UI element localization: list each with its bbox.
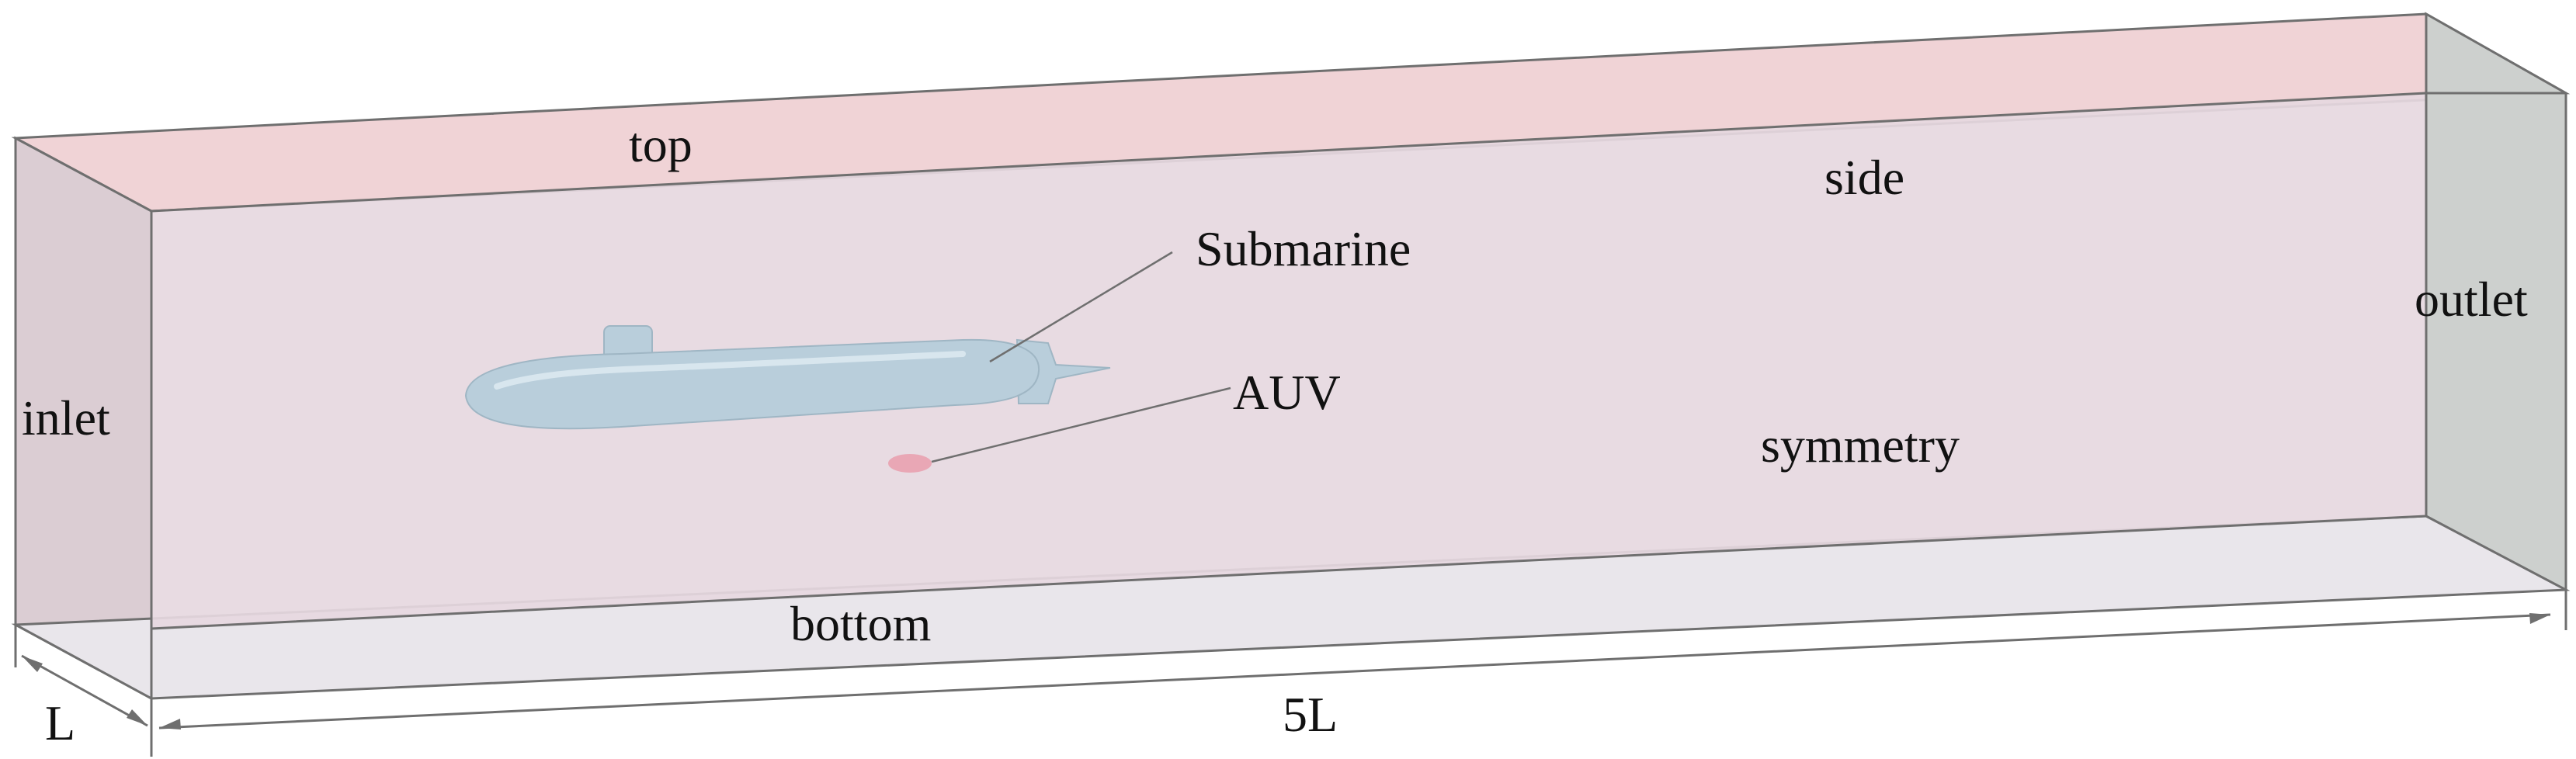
length-dimension [150,590,2567,757]
submarine-model [464,325,1111,430]
length-dimension-label: 5L [1283,687,1338,742]
submarine-label: Submarine [1196,221,1411,276]
width-dimension [14,625,148,727]
top-label: top [629,117,693,172]
auv-label: AUV [1233,365,1341,420]
outlet-label: outlet [2415,272,2528,327]
inlet-label: inlet [22,390,110,445]
auv-leader-line [931,386,1231,463]
submarine-leader-line [989,251,1173,363]
auv-model [888,454,932,473]
bottom-label: bottom [790,596,931,651]
submarine-hull-highlight [494,351,966,390]
submarine-hull [464,338,1040,430]
symmetry-label: symmetry [1761,418,1960,473]
box-edges [150,92,2566,698]
submarine-stern-fin [1015,338,1111,404]
side-label: side [1824,150,1904,205]
width-dimension-label: L [45,695,75,750]
